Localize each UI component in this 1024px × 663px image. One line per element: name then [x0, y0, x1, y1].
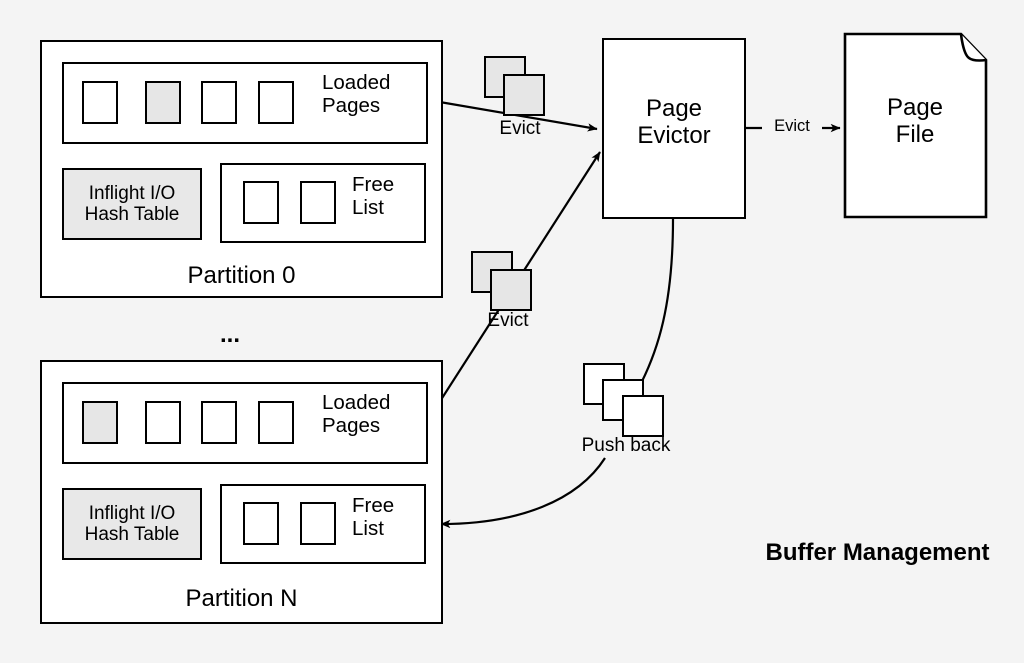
partition-n-title: Partition N [185, 585, 298, 612]
partition-n-loaded-pages-label: Loaded Pages [322, 391, 391, 437]
edge-label-evict-top: Evict [499, 118, 541, 139]
edge-label-evict-bottom: Evict [487, 310, 529, 331]
partition-n-free-slot-1[interactable] [243, 502, 279, 545]
partition-n-free-slot-2[interactable] [300, 502, 336, 545]
page-file-shape[interactable] [843, 32, 991, 222]
page-icon [503, 74, 545, 116]
page-evictor-box[interactable] [602, 38, 746, 219]
edge-label-evict-pagefile: Evict [762, 117, 822, 136]
partition-0-free-slot-2[interactable] [300, 181, 336, 224]
partition-0-loaded-pages-box[interactable] [62, 62, 428, 144]
page-icon [622, 395, 664, 437]
partition-n-inflight-label: Inflight I/O Hash Table [84, 503, 180, 546]
partition-0-inflight-label: Inflight I/O Hash Table [84, 183, 180, 226]
page-stack-evict-bottom [471, 251, 541, 311]
page-stack-evict-top [484, 56, 554, 116]
partition-0-free-slot-1[interactable] [243, 181, 279, 224]
partition-0-inflight-io-hash-table[interactable] [62, 168, 202, 240]
partition-n-page-slot-4[interactable] [258, 401, 294, 444]
partition-0-title: Partition 0 [187, 262, 296, 289]
page-icon [490, 269, 532, 311]
partition-n-page-slot-2[interactable] [145, 401, 181, 444]
partition-0-page-slot-2[interactable] [145, 81, 181, 124]
edge-label-push-back: Push back [581, 435, 671, 456]
page-evictor-label: Page Evictor [637, 95, 711, 149]
edge-pushback-to-freelist [440, 457, 606, 529]
partition-0-page-slot-1[interactable] [82, 81, 118, 124]
partition-n-free-list-label: Free List [352, 494, 395, 540]
page-file-label: Page File [886, 94, 944, 148]
partition-n-page-slot-1[interactable] [82, 401, 118, 444]
diagram-title: Buffer Management [765, 539, 990, 566]
page-stack-push-back [583, 363, 673, 443]
partition-0-free-list-label: Free List [352, 173, 395, 219]
partition-n-loaded-pages-box[interactable] [62, 382, 428, 464]
partition-0-page-slot-3[interactable] [201, 81, 237, 124]
partitions-ellipsis: ... [219, 321, 240, 348]
partition-n-inflight-io-hash-table[interactable] [62, 488, 202, 560]
partition-0-loaded-pages-label: Loaded Pages [322, 71, 391, 117]
partition-n-page-slot-3[interactable] [201, 401, 237, 444]
partition-0-page-slot-4[interactable] [258, 81, 294, 124]
